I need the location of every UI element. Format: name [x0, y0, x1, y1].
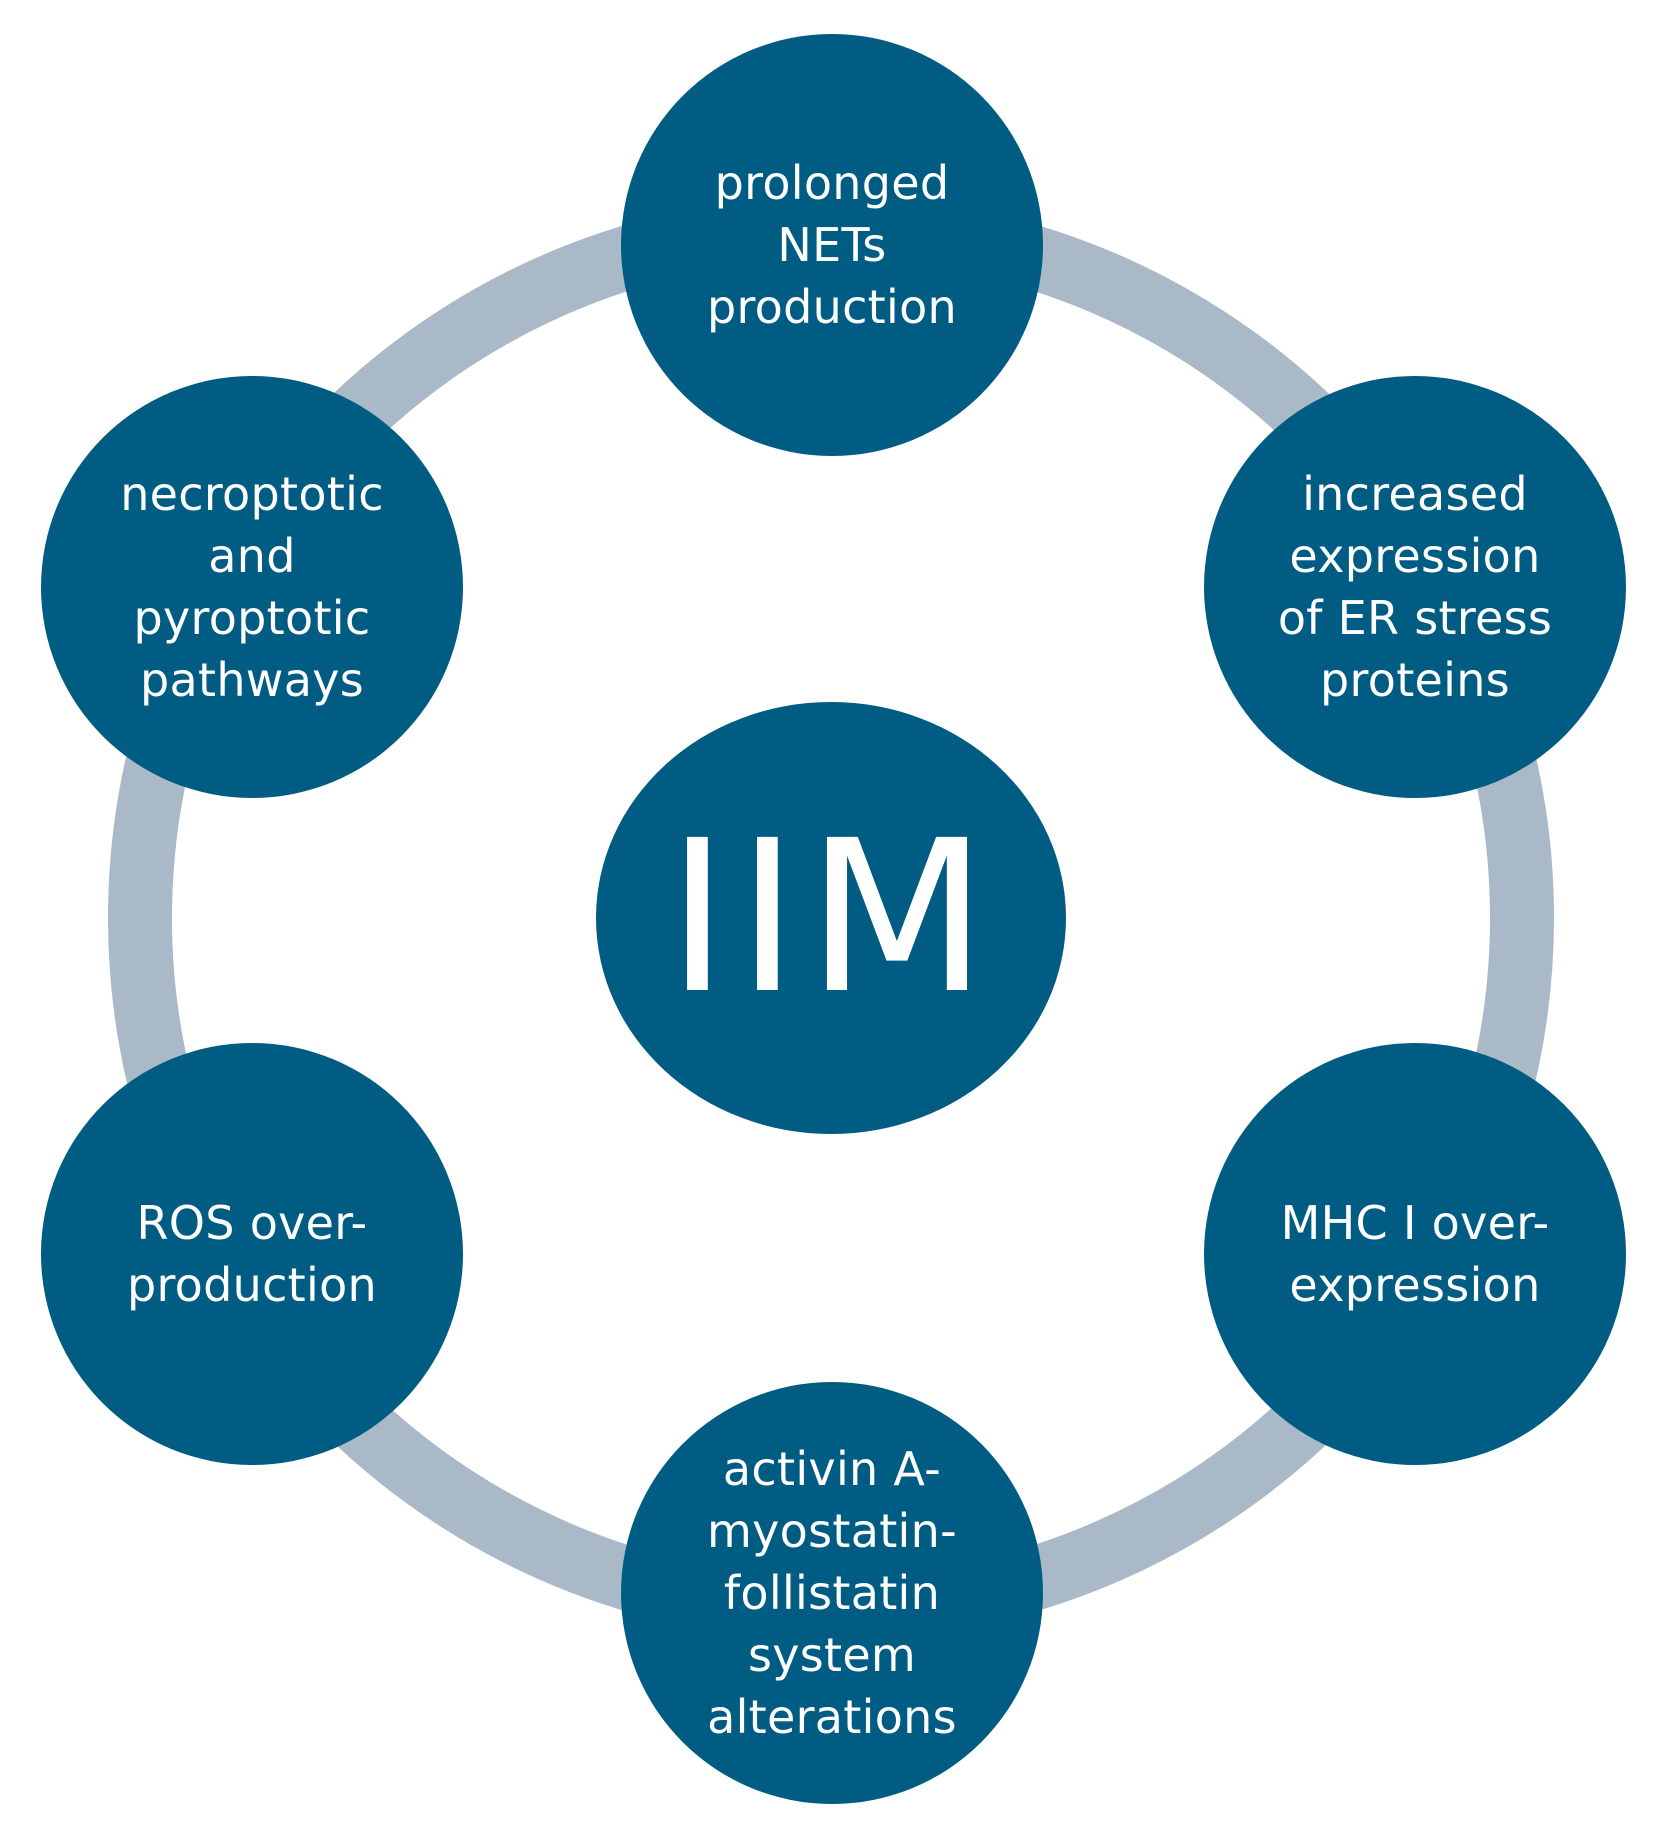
node-label: MHC I over- expression: [1280, 1196, 1550, 1312]
node-ros-overproduction: ROS over- production: [41, 1043, 463, 1465]
node-label: increased expression of ER stress protei…: [1277, 467, 1553, 707]
center-label: IIM: [666, 795, 996, 1040]
node-label: activin A- myostatin- follistatin system…: [707, 1442, 957, 1744]
node-mhc-i-overexpression: MHC I over- expression: [1204, 1043, 1626, 1465]
node-prolonged-nets-production: prolonged NETs production: [621, 34, 1043, 456]
center-node-iim: IIM: [596, 702, 1066, 1134]
node-necroptotic-pyroptotic: necroptotic and pyroptotic pathways: [41, 376, 463, 798]
node-label: ROS over- production: [126, 1196, 377, 1312]
node-activin-myostatin-follistatin: activin A- myostatin- follistatin system…: [621, 1382, 1043, 1804]
node-label: prolonged NETs production: [706, 156, 957, 334]
node-label: necroptotic and pyroptotic pathways: [120, 467, 384, 707]
node-er-stress-proteins: increased expression of ER stress protei…: [1204, 376, 1626, 798]
